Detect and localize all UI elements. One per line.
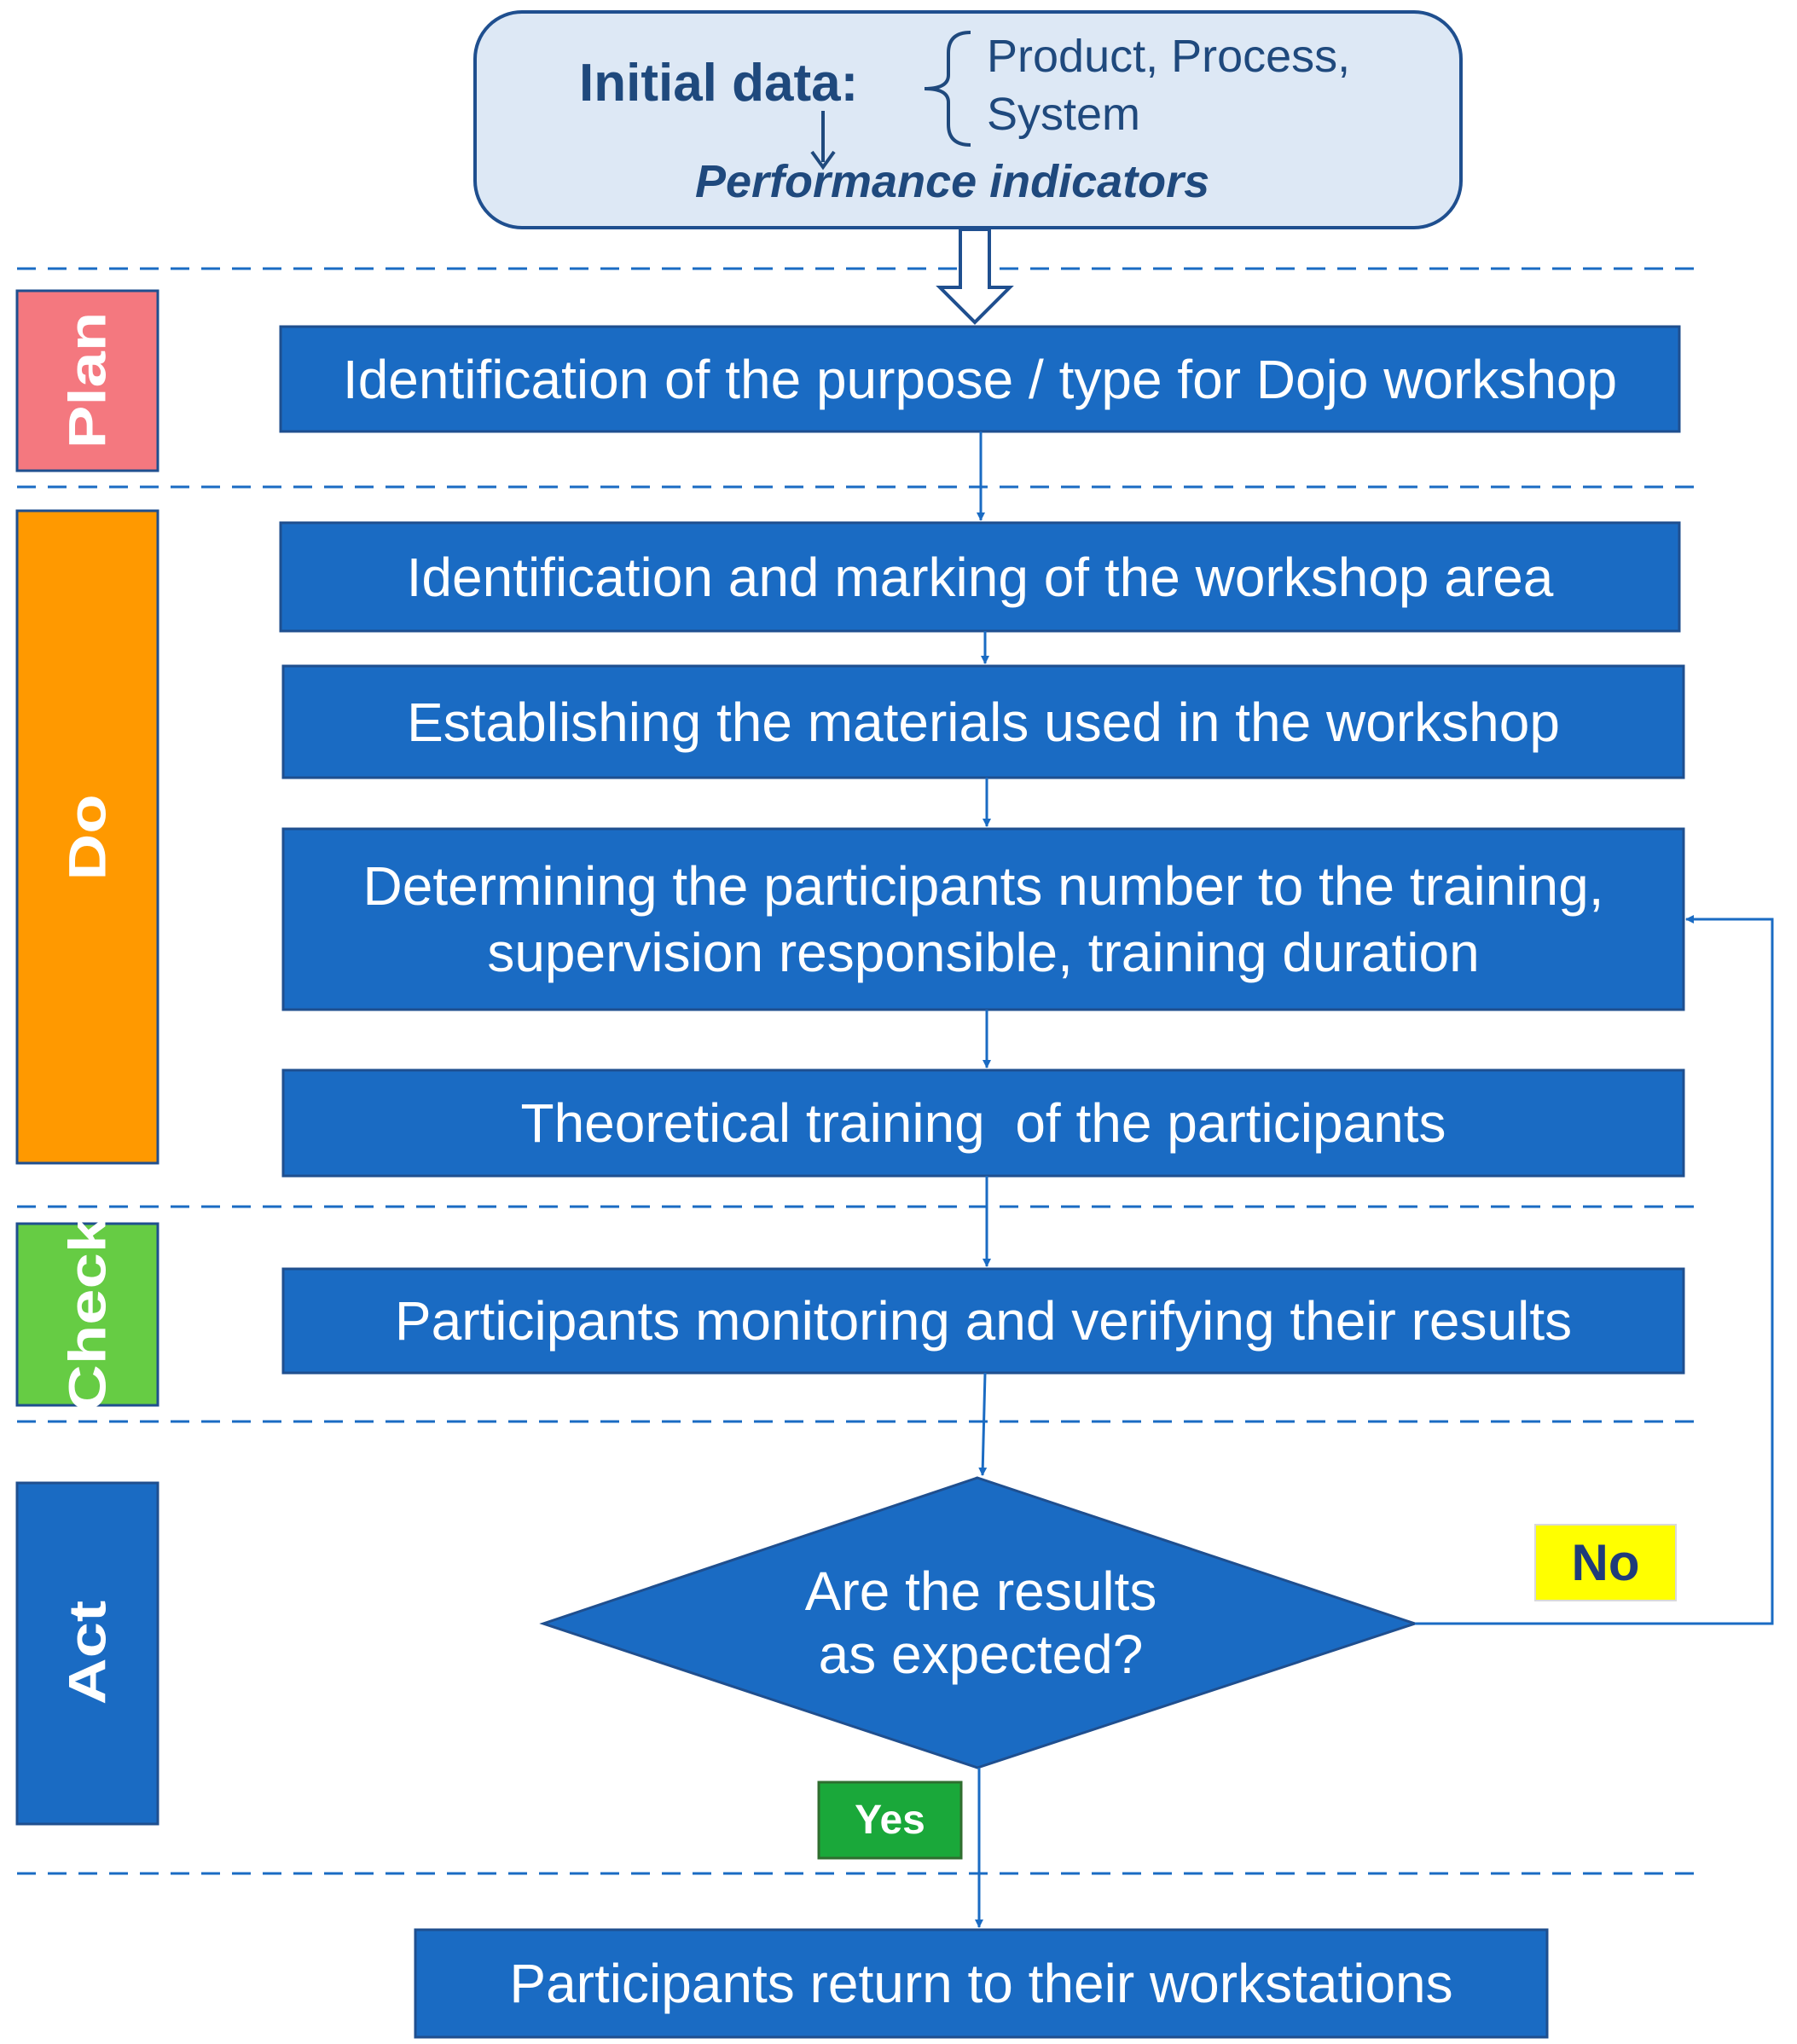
phase-do-label: Do (59, 794, 117, 881)
step-purpose-text: Identification of the purpose / type for… (342, 348, 1618, 410)
step-participants-line-1: Determining the participants number to t… (362, 855, 1604, 917)
initial-data-title: Initial data: (579, 54, 859, 113)
step-area-text: Identification and marking of the worksh… (406, 546, 1554, 608)
phase-plan-label: Plan (59, 311, 117, 449)
step-return-box (414, 1928, 1549, 2039)
performance-indicators: Performance indicators (695, 156, 1210, 207)
decision-line-1: Are the results (804, 1560, 1157, 1622)
phase-check-label: Check (59, 1216, 117, 1412)
step-materials-text: Establishing the materials used in the w… (407, 691, 1560, 753)
decision-line-2: as expected? (818, 1623, 1144, 1685)
step-participants-box (281, 827, 1685, 1011)
curly-brace (924, 31, 971, 147)
no-label: No (1571, 1534, 1640, 1591)
initial-item-system: System (987, 89, 1141, 140)
step-area-box (279, 521, 1681, 633)
step-materials-box (281, 664, 1685, 779)
step-monitoring-text: Participants monitoring and verifying th… (394, 1290, 1573, 1352)
decision-diamond (539, 1476, 1419, 1769)
decision-text: Are the results as expected? (682, 1548, 1279, 1697)
no-badge (1534, 1524, 1677, 1601)
no-feedback-arrow (1415, 915, 1774, 1625)
connector-arrow (978, 1372, 988, 1476)
phase-separators (17, 267, 1697, 1875)
step-return-text: Participants return to their workstation… (509, 1953, 1453, 2014)
step-purpose-box (279, 325, 1681, 433)
phase-check-box (15, 1222, 159, 1407)
phase-plan-box (15, 289, 159, 472)
initial-item-product-process: Product, Process, (987, 31, 1351, 82)
initial-arrowhead (810, 150, 836, 171)
connectors (975, 431, 1774, 1928)
step-participants-line-2: supervision responsible, training durati… (487, 922, 1480, 983)
phase-do-box (15, 509, 159, 1165)
step-theory-box (281, 1068, 1685, 1178)
yes-badge (817, 1781, 963, 1860)
yes-label: Yes (855, 1798, 925, 1843)
step-theory-text: Theoretical training of the participants (520, 1092, 1446, 1154)
hollow-down-arrow (936, 228, 1014, 325)
step-participants-text: Determining the participants number to t… (283, 829, 1684, 1010)
phase-act-label: Act (59, 1600, 117, 1705)
step-monitoring-box (281, 1267, 1685, 1375)
phase-act-box (15, 1481, 159, 1826)
